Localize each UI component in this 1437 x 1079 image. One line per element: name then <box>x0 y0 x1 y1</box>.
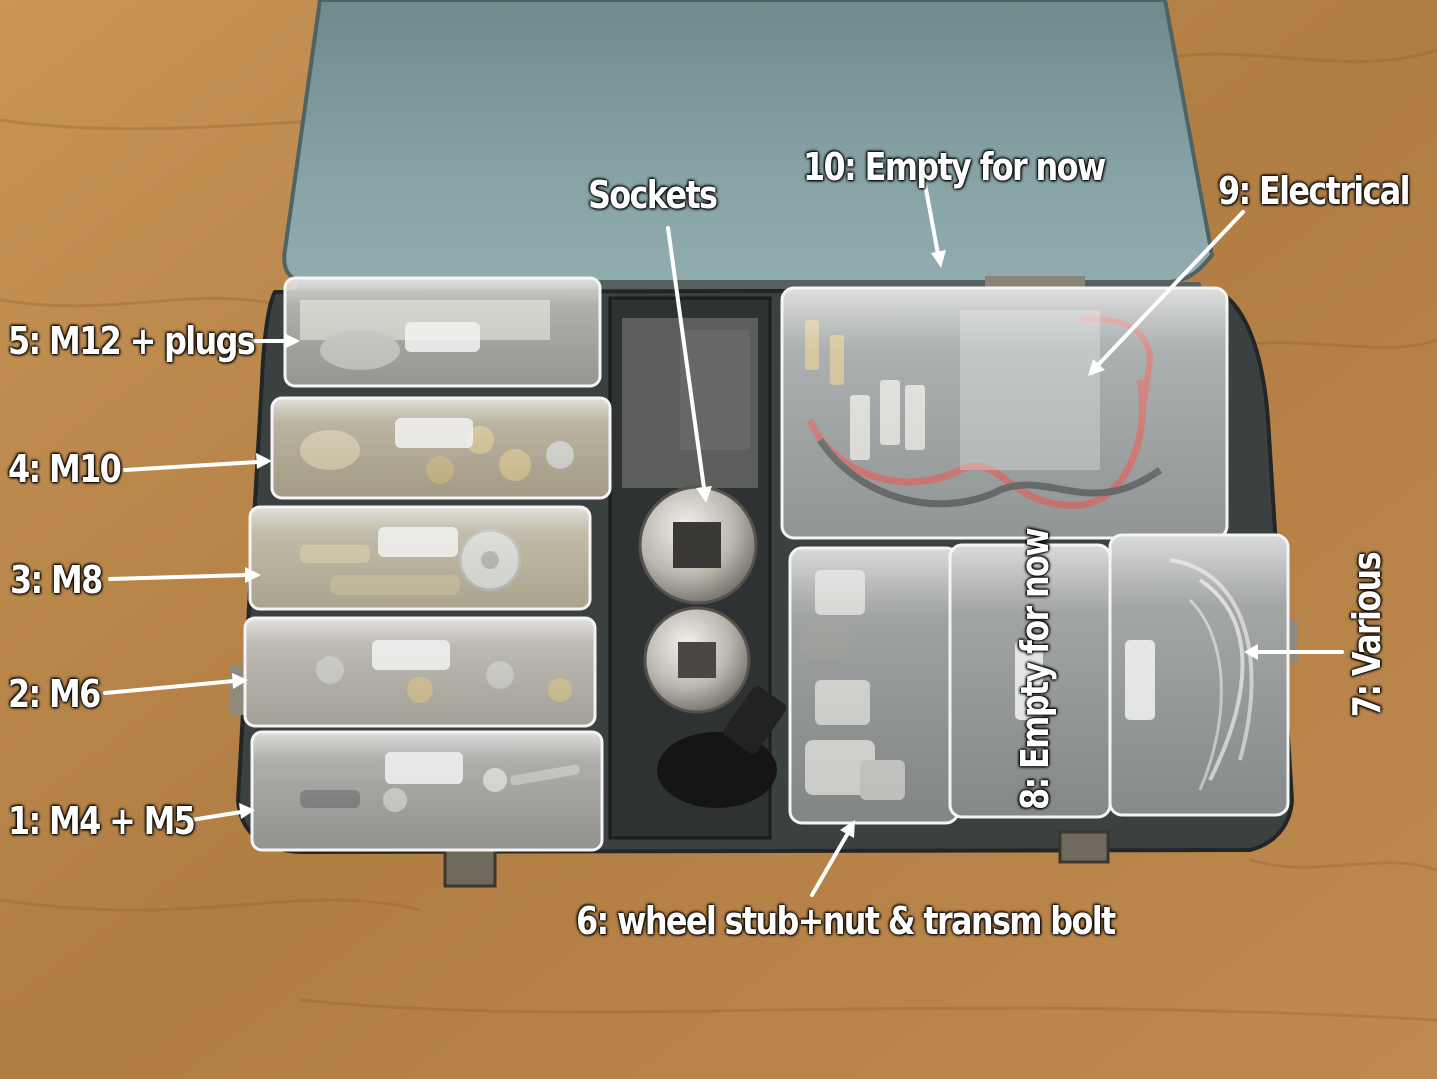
box-8 <box>948 543 1112 819</box>
box-2 <box>243 616 597 728</box>
arrow-box-7 <box>1244 644 1344 660</box>
socket-large <box>638 485 758 605</box>
black-bolt <box>723 686 787 754</box>
socket-small <box>643 606 751 714</box>
box-3 <box>248 505 592 611</box>
label-box-5: 5: M12 + plugs <box>8 319 256 363</box>
arrow-box-6 <box>810 820 855 897</box>
label-box-10: 10: Empty for now <box>803 145 1106 189</box>
latch-bottom-right <box>1058 830 1110 864</box>
arrow-box-1 <box>183 803 255 823</box>
label-box-3: 3: M8 <box>10 558 103 602</box>
label-box-2: 2: M6 <box>8 672 101 716</box>
arrow-sockets <box>666 226 712 503</box>
box-1 <box>250 730 604 852</box>
arrow-box-10 <box>923 182 946 268</box>
label-box-7: 7: Various <box>1345 553 1389 718</box>
label-box-8: 8: Empty for now <box>1013 528 1057 810</box>
label-box-6: 6: wheel stub+nut & transm bolt <box>576 899 1116 943</box>
label-box-9: 9: Electrical <box>1218 169 1411 213</box>
box-7 <box>1108 533 1290 817</box>
arrow-box-2 <box>103 673 248 695</box>
toolbox-lid <box>282 0 1215 284</box>
annotation-arrows <box>103 182 1344 897</box>
arrow-box-5 <box>241 333 300 349</box>
arrow-box-9 <box>1088 210 1245 376</box>
arrow-box-3 <box>108 567 261 583</box>
latch-bottom-left <box>443 846 497 888</box>
label-box-1: 1: M4 + M5 <box>8 799 196 843</box>
arrow-box-4 <box>123 453 272 472</box>
label-box-4: 4: M10 <box>8 447 122 491</box>
box-4 <box>270 396 612 500</box>
box-9 <box>780 286 1229 540</box>
box-6 <box>788 546 960 825</box>
label-sockets: Sockets <box>588 173 718 217</box>
box-5 <box>283 276 602 388</box>
